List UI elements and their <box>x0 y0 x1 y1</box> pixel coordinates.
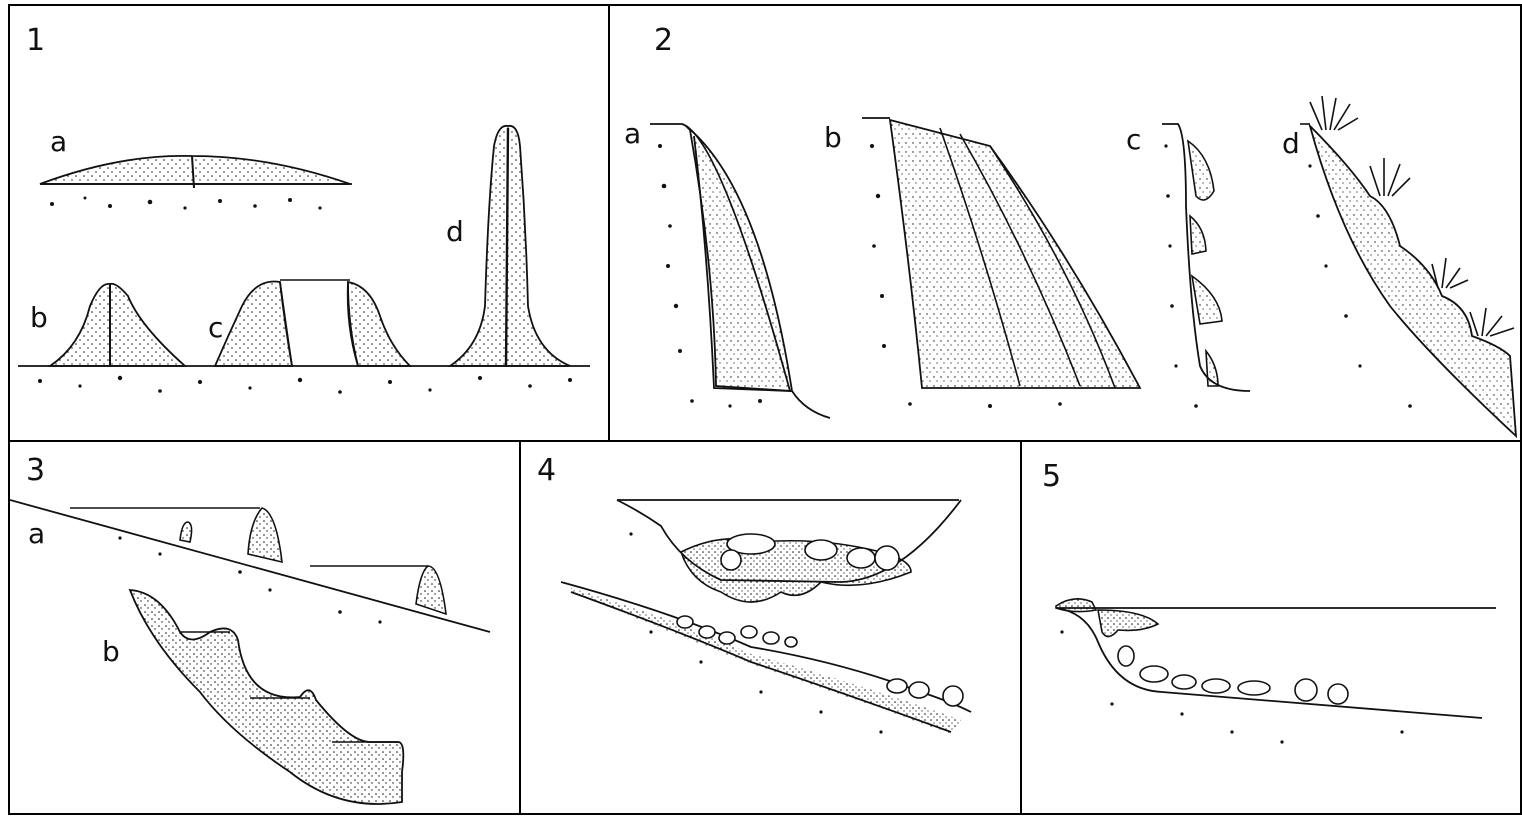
fill-5-wedge <box>1098 610 1158 637</box>
ledge-5-top <box>1056 599 1096 612</box>
scallops-3b <box>130 590 403 804</box>
panel-4-drawing <box>521 442 1022 815</box>
panel-1: 1 a b c d <box>8 4 610 442</box>
mound-c-right <box>348 282 410 366</box>
panel-1-drawing <box>10 6 610 442</box>
panel-3-drawing <box>10 442 521 815</box>
basin-fill-upper <box>681 539 911 602</box>
pillar-3a-mid <box>248 508 282 562</box>
lens-2c-3 <box>1192 276 1222 324</box>
panel-5: 5 <box>1020 440 1522 815</box>
panel-2-drawing <box>610 6 1522 442</box>
pillar-3a-small <box>180 522 192 542</box>
mound-b <box>50 284 185 366</box>
pillar-d <box>450 126 570 366</box>
panel-4: 4 <box>519 440 1022 815</box>
mound-c-left <box>215 282 292 367</box>
dome-a <box>40 156 350 184</box>
panel-2: 2 a b c d <box>608 4 1522 442</box>
channel-fill-lower <box>571 588 961 734</box>
lens-2c-2 <box>1190 216 1206 254</box>
deposit-2d <box>1310 126 1516 436</box>
lens-2c-4 <box>1206 351 1218 386</box>
panel-5-drawing <box>1022 442 1522 815</box>
pillar-3a-low <box>416 566 446 614</box>
deposit-2a <box>686 126 792 391</box>
lens-2c-1 <box>1188 141 1214 200</box>
deposit-2b <box>890 120 1140 388</box>
boulders-5 <box>1118 646 1348 704</box>
panel-3: 3 a b <box>8 440 521 815</box>
